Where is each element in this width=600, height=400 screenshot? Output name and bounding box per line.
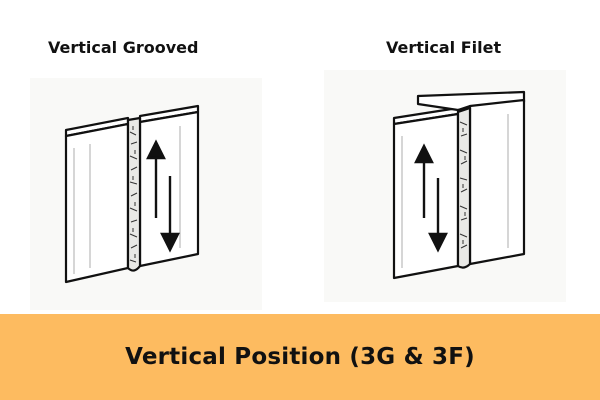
plate-shading: [73, 126, 181, 274]
vertical-fillet-illustration: [324, 70, 566, 302]
fillet-weld-texture: [459, 121, 468, 249]
vertical-grooved-illustration: [30, 78, 262, 310]
up-down-arrows-icon: [146, 139, 180, 253]
fillet-weld-bead: [456, 106, 472, 269]
weld-texture: [129, 126, 138, 263]
plate-shading: [401, 114, 509, 268]
up-down-arrows-icon: [414, 143, 448, 253]
vertical-fillet-title: Vertical Filet: [386, 38, 502, 57]
base-plate: [392, 106, 460, 280]
stem-plate: [416, 90, 526, 266]
left-plate: [64, 116, 130, 284]
bottom-banner: Vertical Position (3G & 3F): [0, 314, 600, 400]
banner-title: Vertical Position (3G & 3F): [125, 344, 475, 370]
vertical-grooved-title: Vertical Grooved: [48, 38, 199, 57]
